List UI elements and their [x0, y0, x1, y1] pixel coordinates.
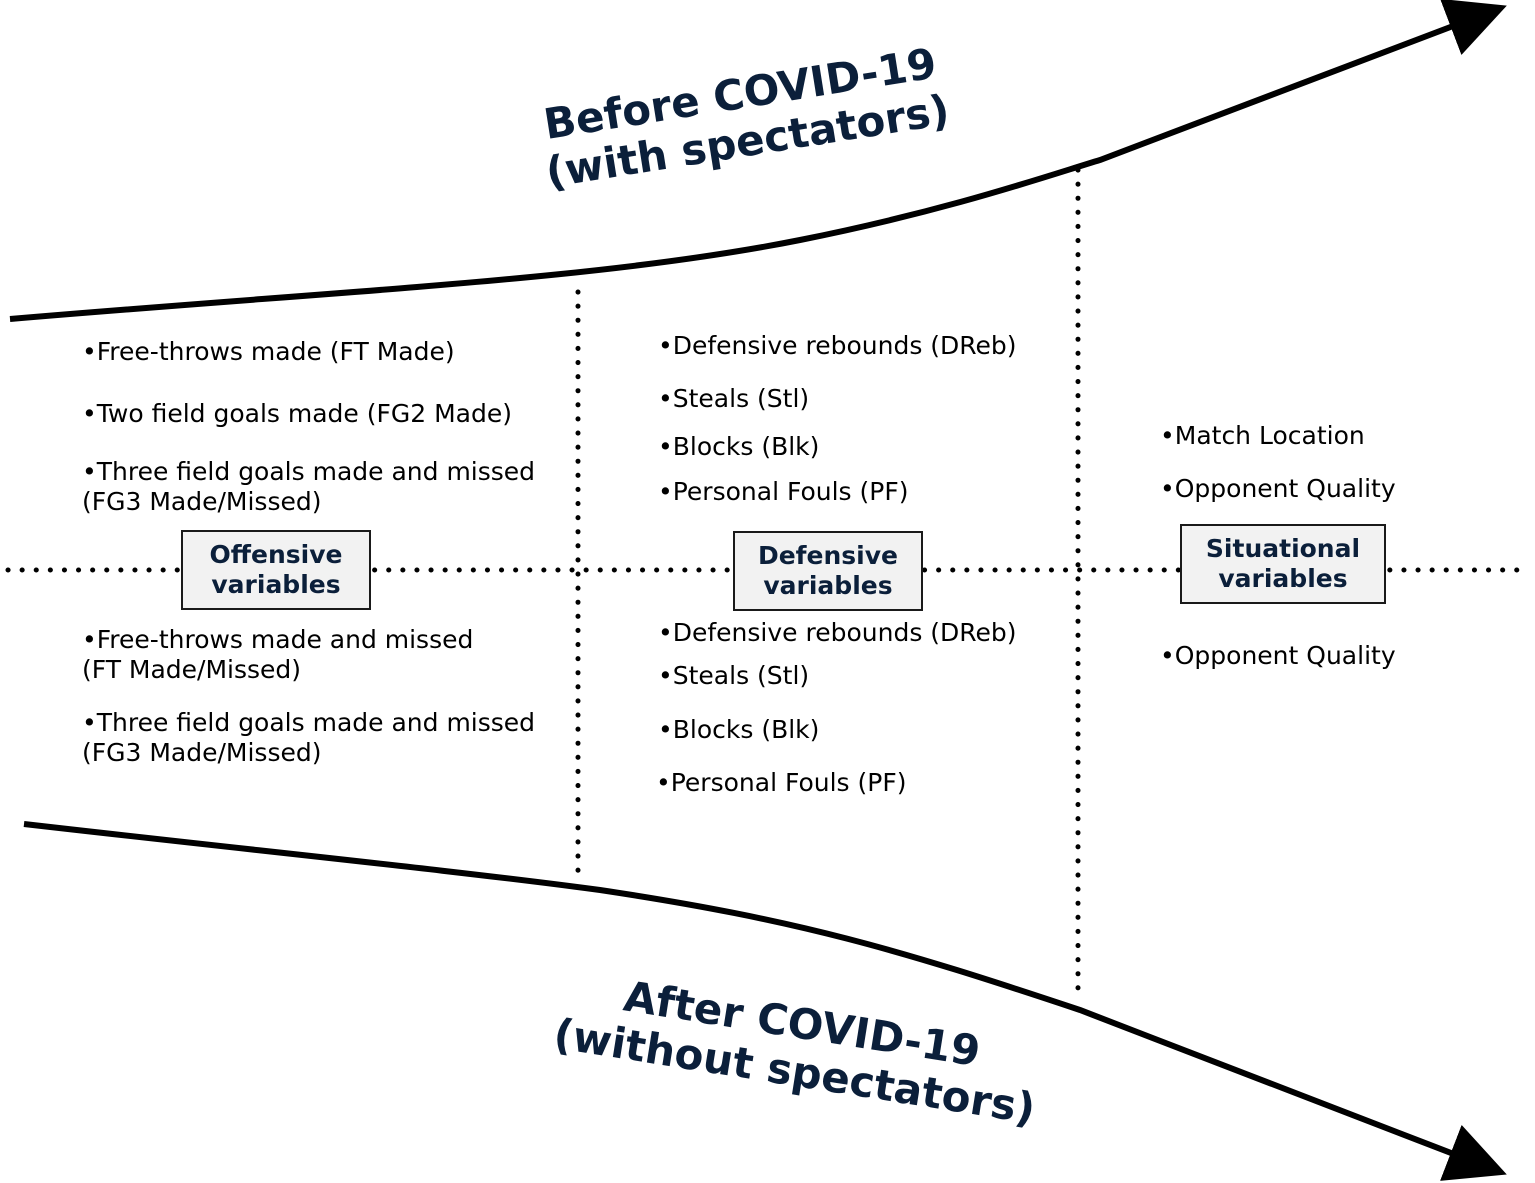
- situational-box-line2: variables: [1218, 564, 1348, 593]
- list-item: •Match Location: [1160, 421, 1365, 450]
- list-item: •Opponent Quality: [1160, 641, 1396, 670]
- list-item: •Blocks (Blk): [658, 715, 820, 744]
- offensive-box-line2: variables: [211, 570, 341, 599]
- offensive-box-line1: Offensive: [209, 540, 343, 569]
- list-item: •Free-throws made and missed: [82, 625, 474, 654]
- list-item: •Three field goals made and missed: [82, 708, 536, 737]
- defensive-variables-box: Defensive variables: [733, 531, 923, 611]
- before-arrow-curve: [9, 0, 1507, 322]
- list-item: •Two field goals made (FG2 Made): [82, 399, 512, 428]
- offensive-variables-box: Offensive variables: [181, 530, 371, 610]
- list-item: (FT Made/Missed): [82, 655, 302, 684]
- list-item: •Blocks (Blk): [658, 432, 820, 461]
- list-item: •Three field goals made and missed: [82, 457, 536, 486]
- list-item: •Personal Fouls (PF): [656, 768, 907, 797]
- after-arrow-curve: [23, 821, 1507, 1181]
- list-item: •Steals (Stl): [658, 661, 810, 690]
- list-item: •Steals (Stl): [658, 384, 810, 413]
- defensive-box-line1: Defensive: [757, 541, 899, 570]
- list-item: •Defensive rebounds (DReb): [658, 331, 1017, 360]
- list-item: (FG3 Made/Missed): [82, 487, 322, 516]
- situational-box-line1: Situational: [1205, 534, 1361, 563]
- list-item: •Personal Fouls (PF): [658, 477, 909, 506]
- defensive-box-line2: variables: [763, 571, 893, 600]
- situational-variables-box: Situational variables: [1180, 524, 1386, 604]
- list-item: •Defensive rebounds (DReb): [658, 618, 1017, 647]
- list-item: •Opponent Quality: [1160, 474, 1396, 503]
- list-item: •Free-throws made (FT Made): [82, 337, 455, 366]
- list-item: (FG3 Made/Missed): [82, 738, 322, 767]
